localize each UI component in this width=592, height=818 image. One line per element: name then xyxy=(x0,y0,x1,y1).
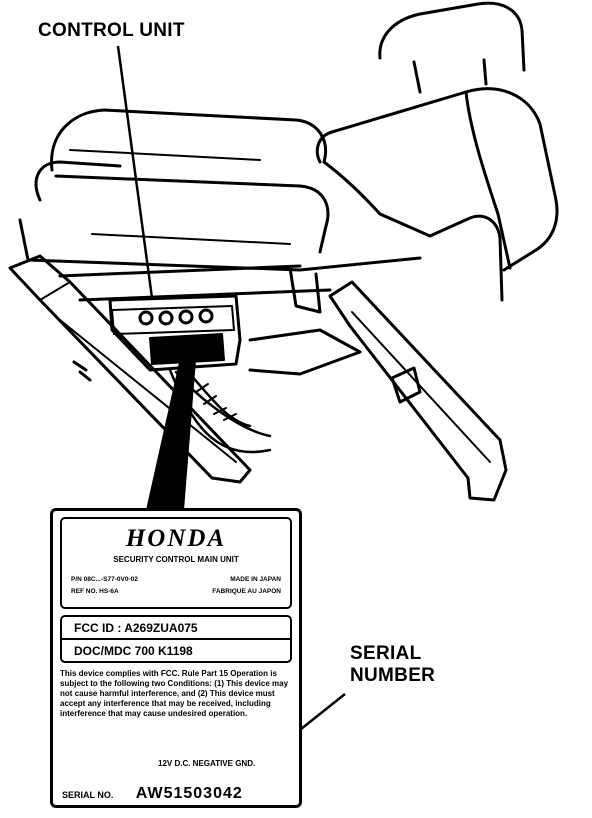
control-unit-callout: CONTROL UNIT xyxy=(38,20,185,41)
label-pointer-wedge xyxy=(146,358,196,510)
honda-logo: HONDA xyxy=(125,525,227,552)
seat-side-panel xyxy=(322,160,432,238)
part-number: P/N 08C...-S77-0V0-02 xyxy=(71,576,138,583)
rail-bracket-right xyxy=(390,366,422,404)
connector-1 xyxy=(138,310,154,326)
left-rail-inner xyxy=(39,281,237,463)
headrest xyxy=(378,1,526,72)
seat-back xyxy=(315,87,559,272)
seat-cushion-top xyxy=(50,108,327,172)
fcc-id: FCC ID : A269ZUA075 xyxy=(74,621,198,635)
left-rail xyxy=(8,254,252,484)
control-unit-panel xyxy=(149,333,225,365)
fcc-box: FCC ID : A269ZUA075 DOC/MDC 700 K1198 xyxy=(60,615,292,663)
serial-number-callout-line2: NUMBER xyxy=(350,665,436,686)
seat-cushion-front xyxy=(34,160,122,202)
connector-2 xyxy=(158,310,174,326)
fcc-compliance-text: This device complies with FCC. Rule Part… xyxy=(60,669,289,718)
seat-cushion-body xyxy=(54,174,330,254)
unit-name: SECURITY CONTROL MAIN UNIT xyxy=(113,555,239,564)
made-in-japan: MADE IN JAPAN xyxy=(230,576,281,583)
serial-number-callout: SERIAL NUMBER xyxy=(350,643,435,687)
fabrique-au-japon: FABRIQUE AU JAPON xyxy=(212,588,281,595)
part-number-row: P/N 08C...-S77-0V0-02 MADE IN JAPAN xyxy=(71,576,281,583)
seat-back-edge xyxy=(464,90,512,270)
seat-back-side xyxy=(428,214,504,302)
control-unit-face xyxy=(111,305,235,335)
control-unit-leader xyxy=(116,45,154,299)
serial-label: SERIAL NO. xyxy=(62,790,114,800)
ref-number: REF NO. HS-6A xyxy=(71,588,119,595)
seat-cushion-base xyxy=(18,218,422,272)
wire-hatch xyxy=(195,383,237,421)
ref-number-row: REF NO. HS-6A FABRIQUE AU JAPON xyxy=(71,588,281,595)
doc-mdc: DOC/MDC 700 K1198 xyxy=(74,644,193,658)
serial-value: AW51503042 xyxy=(135,785,243,802)
label-header-box: HONDA SECURITY CONTROL MAIN UNIT P/N 08C… xyxy=(60,517,292,609)
control-unit-box xyxy=(108,294,242,372)
serial-line: SERIAL NO. AW51503042 xyxy=(62,785,243,803)
wire-plug xyxy=(72,360,92,382)
ground-spec: 12V D.C. NEGATIVE GND. xyxy=(158,759,256,768)
serial-number-callout-line1: SERIAL xyxy=(350,643,422,664)
fcc-divider xyxy=(62,638,290,640)
right-rail-inner xyxy=(351,311,491,463)
frame-cross xyxy=(248,328,362,376)
right-rail xyxy=(328,280,508,502)
device-label-plate: HONDA SECURITY CONTROL MAIN UNIT P/N 08C… xyxy=(50,508,302,808)
frame-bracket xyxy=(288,266,322,314)
headrest-post xyxy=(412,58,488,94)
connector-3 xyxy=(178,309,194,325)
connector-4 xyxy=(198,308,214,324)
seat-cushion-seam xyxy=(69,149,291,245)
